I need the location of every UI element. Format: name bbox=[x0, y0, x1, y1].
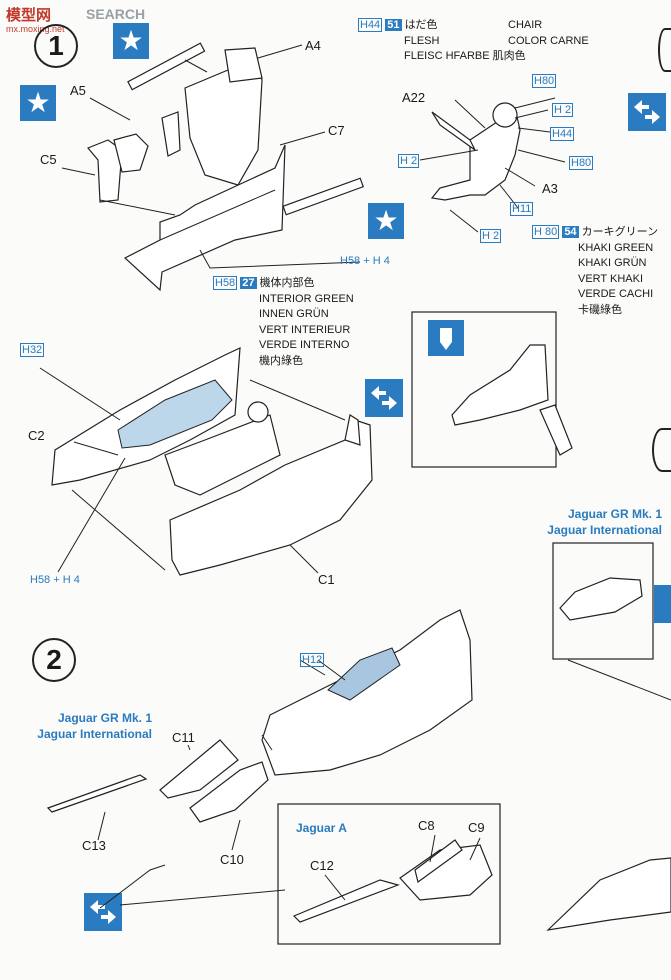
color-code: H58 + H 4 bbox=[30, 574, 80, 586]
part-label-a3: A3 bbox=[542, 181, 558, 196]
part-label-c9: C9 bbox=[468, 820, 485, 835]
variant-label-left: Jaguar GR Mk. 1 Jaguar International bbox=[10, 710, 152, 742]
option-arrows-icon bbox=[365, 379, 403, 417]
paint-number: 54 bbox=[562, 226, 579, 238]
option-arrows-icon bbox=[654, 585, 671, 623]
paint-name-fr: CHAIR bbox=[508, 19, 543, 31]
variant-line: Jaguar GR Mk. 1 bbox=[567, 507, 662, 521]
decal-star-icon: ★ bbox=[368, 203, 404, 239]
paint-name-fr: VERT INTERIEUR bbox=[259, 323, 351, 336]
paint-name-de: INNEN GRÜN bbox=[259, 308, 329, 320]
step-1-number: 1 bbox=[34, 24, 78, 68]
paint-name-jp: はだ色 bbox=[404, 19, 438, 31]
paint-name-es: VERDE CACHI bbox=[578, 288, 654, 300]
paint-name-es: COLOR CARNE bbox=[508, 34, 589, 47]
site-name: SEARCH bbox=[86, 6, 146, 22]
step-partial-number bbox=[658, 28, 671, 72]
paint-number: 27 bbox=[240, 277, 257, 289]
color-code: H32 bbox=[20, 343, 45, 357]
paint-name-jp: カーキグリーン bbox=[581, 226, 659, 238]
step-partial-number-4 bbox=[652, 428, 671, 472]
paint-code: H58 bbox=[213, 276, 238, 290]
paint-name-de: KHAKI GRÜN bbox=[578, 257, 647, 269]
color-code: H44 bbox=[550, 127, 575, 141]
option-arrows-icon bbox=[628, 93, 666, 131]
part-label-c1: C1 bbox=[318, 572, 335, 587]
color-code: H12 bbox=[300, 653, 325, 667]
part-label-c2: C2 bbox=[28, 428, 45, 443]
color-code: H 2 bbox=[552, 103, 574, 117]
part-label-a22: A22 bbox=[402, 90, 426, 105]
variant-label-jaguar-a: Jaguar A bbox=[296, 821, 347, 835]
paint-name-en: KHAKI GREEN bbox=[578, 241, 654, 254]
variant-line: Jaguar International bbox=[37, 727, 152, 741]
part-label-c7: C7 bbox=[328, 123, 345, 138]
part-label-a5: A5 bbox=[70, 83, 86, 98]
paint-name-en: FLESH bbox=[404, 34, 440, 47]
paint-code: H 80 bbox=[532, 225, 560, 239]
paint-callout-khaki: H 80 54 カーキグリーン KHAKI GREEN KHAKI GRÜN V… bbox=[532, 225, 658, 318]
color-code: H80 bbox=[569, 156, 594, 170]
part-label-c11: C11 bbox=[172, 730, 195, 745]
color-code: H80 bbox=[532, 74, 557, 88]
paint-name-cn: 肌肉色 bbox=[492, 50, 526, 62]
paint-name-es: VERDE INTERNO bbox=[259, 339, 350, 351]
paint-name-cn: 機内綠色 bbox=[259, 354, 303, 367]
variant-line: Jaguar GR Mk. 1 bbox=[57, 711, 152, 725]
variant-label-right: Jaguar GR Mk. 1 Jaguar International bbox=[520, 506, 662, 538]
variant-line: Jaguar International bbox=[547, 523, 662, 537]
paint-callout-interior: H58 27 機体内部色 INTERIOR GREEN INNEN GRÜN V… bbox=[213, 276, 354, 369]
paint-name-en: INTERIOR GREEN bbox=[259, 292, 354, 305]
color-code: H 2 bbox=[398, 154, 420, 168]
color-code: H58 + H 4 bbox=[340, 255, 390, 267]
paint-name-jp: 機体内部色 bbox=[259, 277, 315, 289]
site-url: mx.moxing.net bbox=[6, 24, 65, 34]
paint-name-fr: VERT KHAKI bbox=[578, 272, 644, 285]
decal-star-icon: ★ bbox=[113, 23, 149, 59]
color-code: H 2 bbox=[480, 229, 502, 243]
part-label-c10: C10 bbox=[220, 852, 244, 867]
logo-text: 模型网 bbox=[6, 7, 52, 24]
paint-number: 51 bbox=[385, 19, 402, 31]
paint-callout-flesh: H44 51 はだ色 CHAIR FLESH COLOR CARNE FLEISC … bbox=[358, 18, 608, 65]
part-label-c12: C12 bbox=[310, 858, 334, 873]
part-label-c8: C8 bbox=[418, 818, 435, 833]
paint-name-cn: 卡磯綠色 bbox=[578, 303, 622, 316]
site-logo: 模型网 bbox=[6, 4, 51, 25]
option-arrows-icon bbox=[84, 893, 122, 931]
paint-code: H44 bbox=[358, 18, 383, 32]
part-label-a4: A4 bbox=[305, 38, 321, 53]
step-2-number: 2 bbox=[32, 638, 76, 682]
part-label-c5: C5 bbox=[40, 152, 57, 167]
decal-star-icon: ★ bbox=[20, 85, 56, 121]
part-label-c13: C13 bbox=[82, 838, 106, 853]
color-code: H11 bbox=[510, 202, 534, 216]
paint-name-de: FLEISC HFARBE bbox=[404, 50, 490, 62]
